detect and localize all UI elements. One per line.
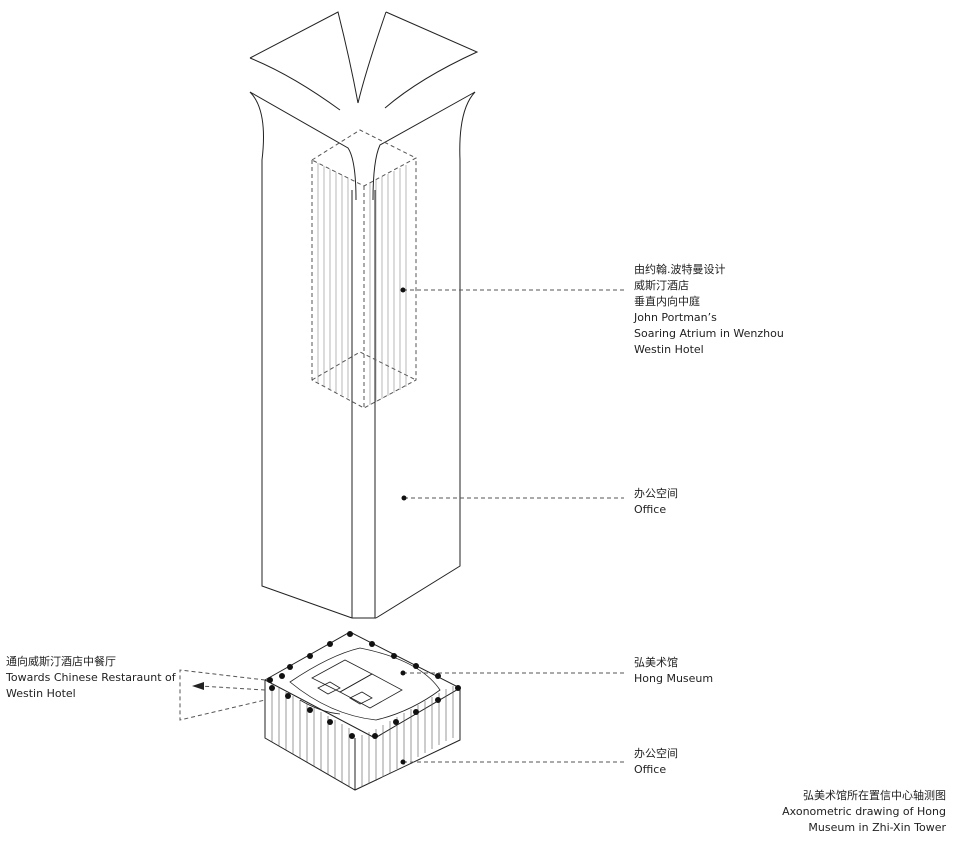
atrium-line-6: Westin Hotel [634, 343, 704, 356]
office-tower-line-2: Office [634, 503, 667, 516]
caption-line-3: Museum in Zhi-Xin Tower [808, 821, 946, 834]
restaurant-annotation: 通向威斯汀酒店中餐厅 Towards Chinese Restaraunt of… [6, 654, 176, 702]
base-hatch [271, 684, 454, 787]
atrium-box [310, 129, 418, 409]
atrium-line-1: 由约翰.波特曼设计 [634, 263, 726, 276]
columns [267, 631, 461, 739]
hong-museum-line-1: 弘美术馆 [634, 656, 678, 669]
restaurant-line-2: Towards Chinese Restaraunt of [6, 671, 176, 684]
leader-dots [400, 287, 407, 765]
hong-museum-line-2: Hong Museum [634, 672, 714, 685]
arrow-head [192, 682, 204, 690]
office-base-annotation: 办公空间 Office [634, 746, 678, 778]
caption-line-2: Axonometric drawing of Hong [782, 805, 946, 818]
office-base-line-1: 办公空间 [634, 747, 678, 760]
atrium-line-3: 垂直内向中庭 [634, 295, 700, 308]
hong-museum-annotation: 弘美术馆 Hong Museum [634, 655, 713, 687]
office-tower-line-1: 办公空间 [634, 487, 678, 500]
office-tower-annotation: 办公空间 Office [634, 486, 678, 518]
atrium-line-4: John Portman’s [634, 311, 717, 324]
leader-lines [403, 289, 624, 763]
museum-base [263, 631, 462, 791]
atrium-line-5: Soaring Atrium in Wenzhou [634, 327, 784, 340]
restaurant-connector [179, 669, 266, 721]
office-base-line-2: Office [634, 763, 667, 776]
tower [249, 11, 479, 619]
figure-caption: 弘美术馆所在置信中心轴测图 Axonometric drawing of Hon… [782, 788, 946, 836]
restaurant-line-3: Westin Hotel [6, 687, 76, 700]
caption-line-1: 弘美术馆所在置信中心轴测图 [803, 789, 946, 802]
atrium-line-2: 威斯汀酒店 [634, 279, 689, 292]
museum-plan [289, 647, 441, 721]
restaurant-line-1: 通向威斯汀酒店中餐厅 [6, 655, 116, 668]
atrium-annotation: 由约翰.波特曼设计 威斯汀酒店 垂直内向中庭 John Portman’s So… [634, 262, 784, 358]
atrium-hatch [317, 163, 407, 405]
